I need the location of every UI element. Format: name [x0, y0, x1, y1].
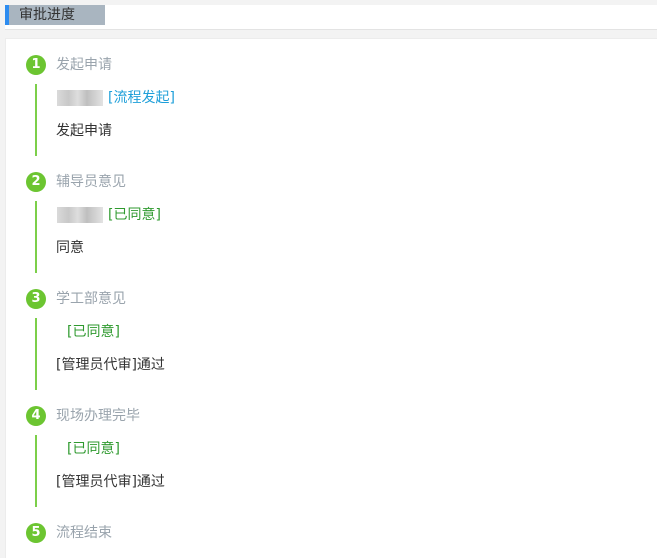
step-status: [已同意] — [67, 324, 120, 340]
timeline-line — [35, 201, 37, 273]
step-status: [流程发起] — [108, 90, 175, 106]
step-title: 学工部意见 — [56, 291, 126, 307]
timeline-line — [35, 84, 37, 156]
timeline-line — [35, 318, 37, 390]
step-comment: 同意 — [56, 240, 84, 256]
step-title: 辅导员意见 — [56, 174, 126, 190]
step-title: 流程结束 — [56, 525, 112, 541]
step-status: [已同意] — [108, 207, 161, 223]
header-bar — [5, 5, 657, 30]
step-number-badge: 5 — [26, 523, 46, 543]
step-title: 现场办理完毕 — [56, 408, 140, 424]
step-comment: 发起申请 — [56, 123, 112, 139]
tab-label: 审批进度 — [19, 7, 75, 23]
blurred-approver-name — [57, 90, 103, 106]
step-number-badge: 1 — [26, 55, 46, 75]
progress-card: 1 发起申请 [流程发起] 发起申请 2 辅导员意见 [已同意] 同意 3 学工… — [5, 38, 657, 558]
step-comment: [管理员代审]通过 — [56, 357, 165, 373]
step-title: 发起申请 — [56, 57, 112, 73]
step-status: [已同意] — [67, 441, 120, 457]
blurred-approver-name — [57, 207, 103, 223]
step-number-badge: 3 — [26, 289, 46, 309]
step-comment: [管理员代审]通过 — [56, 474, 165, 490]
timeline-line — [35, 435, 37, 507]
step-number-badge: 4 — [26, 406, 46, 426]
tab-approval-progress[interactable]: 审批进度 — [5, 5, 105, 25]
step-number-badge: 2 — [26, 172, 46, 192]
